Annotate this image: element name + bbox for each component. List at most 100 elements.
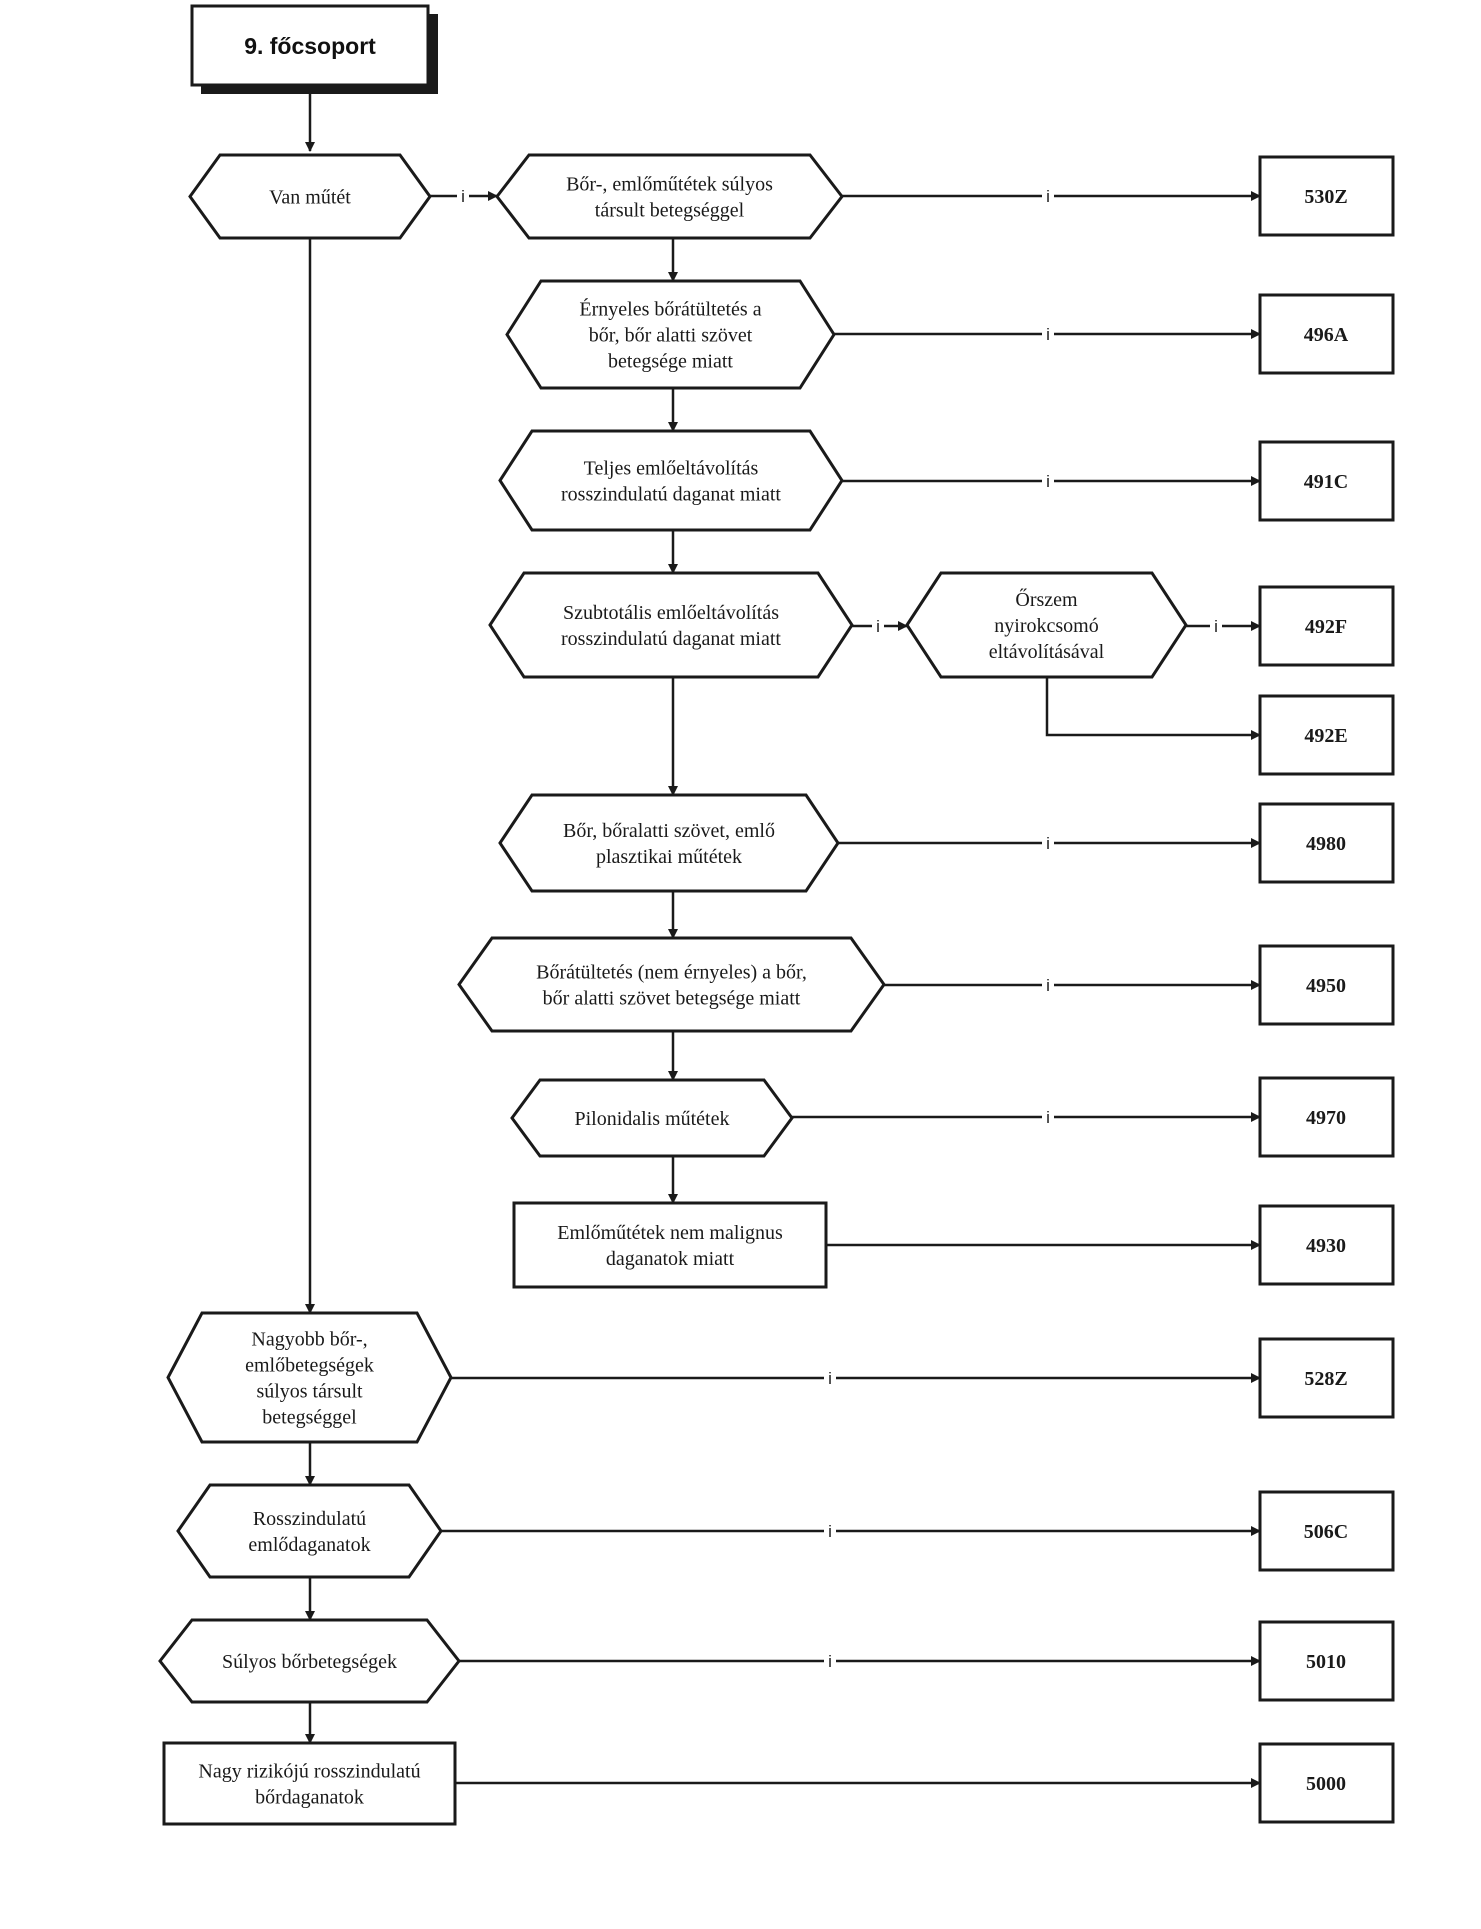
- decision-sulyos-borbetegsegek-line-0: Súlyos bőrbetegségek: [222, 1651, 397, 1673]
- code-boxes: 530Z 496A 491C 492F 492E 4980 4950 4970 4930 528Z…: [1258, 155, 1395, 1824]
- hexagon-shape: [457, 936, 886, 1033]
- yes-label-text: i: [1046, 187, 1050, 206]
- decision-orszem-nyirokcsomo-line-1: nyirokcsomó: [994, 615, 1098, 637]
- hexagon-shape: [188, 153, 432, 240]
- yes-label-text: i: [876, 617, 880, 636]
- code-box-491C: 491C: [1258, 440, 1395, 522]
- yes-label-5: i: [1210, 616, 1222, 636]
- process-emlomutetek-nem-malignus: Emlőműtétek nem malignus daganatok miatt: [512, 1201, 828, 1289]
- code-box-shape: [1258, 1076, 1395, 1158]
- code-label: 5000: [1306, 1773, 1346, 1795]
- decision-boratultetes-nem-ernyeles: Bőrátültetés (nem érnyeles) a bőr, bőr al…: [457, 936, 886, 1033]
- decision-bor-emlomutetek-sulyos: Bőr-, emlőműtétek súlyos társult betegség…: [495, 153, 844, 240]
- code-label: 5010: [1306, 1651, 1346, 1673]
- decision-bor-boralatti-plasztikai-line-0: Bőr, bőralatti szövet, emlő: [563, 820, 775, 842]
- decision-van-mutet: Van műtét: [188, 153, 432, 240]
- code-box-4950: 4950: [1258, 944, 1395, 1026]
- code-box-shape: [1258, 1490, 1395, 1572]
- yes-label-text: i: [1046, 834, 1050, 853]
- yes-label-6: i: [1042, 833, 1054, 853]
- code-box-528Z: 528Z: [1258, 1337, 1395, 1419]
- code-box-506C: 506C: [1258, 1490, 1395, 1572]
- decision-szubtotalis-emloeltavolitas-line-0: Szubtotális emlőeltávolítás: [563, 602, 779, 624]
- hexagon-shape: [905, 571, 1188, 679]
- code-label: 528Z: [1304, 1368, 1347, 1390]
- code-label: 496A: [1304, 324, 1349, 346]
- yes-label-text: i: [1046, 1108, 1050, 1127]
- code-box-shape: [1258, 585, 1395, 667]
- code-label: 491C: [1304, 471, 1348, 493]
- hexagon-shape: [498, 793, 840, 893]
- code-box-shape: [1258, 944, 1395, 1026]
- decision-nagyobb-bor-emlobetegsegek-line-1: emlőbetegségek: [245, 1355, 374, 1377]
- code-box-shape: [1258, 694, 1395, 776]
- decision-bor-boralatti-plasztikai: Bőr, bőralatti szövet, emlő plasztikai mű…: [498, 793, 840, 893]
- code-box-shape: [1258, 802, 1395, 884]
- decision-bor-boralatti-plasztikai-line-1: plasztikai műtétek: [596, 846, 742, 868]
- code-box-shape: [1258, 1620, 1395, 1702]
- yes-label-2: i: [1042, 324, 1054, 344]
- decision-orszem-nyirokcsomo-line-0: Őrszem: [1015, 587, 1078, 611]
- decision-nagyobb-bor-emlobetegsegek-line-3: betegséggel: [262, 1407, 357, 1429]
- code-box-5010: 5010: [1258, 1620, 1395, 1702]
- code-label: 4970: [1306, 1107, 1346, 1129]
- code-label: 4950: [1306, 975, 1346, 997]
- yes-label-text: i: [1046, 976, 1050, 995]
- yes-label-text: i: [1046, 325, 1050, 344]
- code-box-530Z: 530Z: [1258, 155, 1395, 237]
- code-box-shape: [1258, 293, 1395, 375]
- yes-label-text: i: [828, 1369, 832, 1388]
- decision-sulyos-borbetegsegek: Súlyos bőrbetegségek: [158, 1618, 461, 1704]
- hexagon-shape: [488, 571, 854, 679]
- code-box-shape: [1258, 1742, 1395, 1824]
- title-box: 9. főcsoport: [190, 4, 438, 94]
- yes-label-text: i: [828, 1522, 832, 1541]
- decision-pilonidalis-mutetek: Pilonidalis műtétek: [510, 1078, 794, 1158]
- process-emlomutetek-nem-malignus-line-0: Emlőműtétek nem malignus: [557, 1222, 783, 1244]
- code-box-4980: 4980: [1258, 802, 1395, 884]
- decision-nodes: Van műtét Bőr-, emlőműtétek súlyos társult…: [158, 153, 1188, 1704]
- decision-rosszindulatu-emlodaganatok-line-1: emlődaganatok: [248, 1534, 370, 1556]
- process-shape: [512, 1201, 828, 1289]
- decision-pilonidalis-mutetek-line-0: Pilonidalis műtétek: [575, 1108, 730, 1130]
- yes-label-9: i: [824, 1368, 836, 1388]
- code-box-shape: [1258, 155, 1395, 237]
- connector-to-492E: [1045, 677, 1261, 740]
- edge-labels: i i i i i i i i i i i i: [457, 186, 1222, 1671]
- yes-label-text: i: [1214, 617, 1218, 636]
- yes-label-text: i: [1046, 472, 1050, 491]
- decision-boratultetes-nem-ernyeles-line-0: Bőrátültetés (nem érnyeles) a bőr,: [536, 962, 807, 984]
- decision-teljes-emloeltavolitas-line-0: Teljes emlőeltávolítás: [584, 458, 759, 480]
- process-nodes: Emlőműtétek nem malignus daganatok miattN…: [162, 1201, 828, 1826]
- yes-label-11: i: [824, 1651, 836, 1671]
- hexagon-shape: [176, 1483, 443, 1579]
- yes-label-3: i: [1042, 471, 1054, 491]
- decision-bor-emlomutetek-sulyos-line-1: társult betegséggel: [595, 200, 745, 222]
- hexagon-shape: [505, 279, 836, 390]
- yes-label-8: i: [1042, 1107, 1054, 1127]
- code-box-492E: 492E: [1258, 694, 1395, 776]
- decision-nagyobb-bor-emlobetegsegek-line-2: súlyos társult: [256, 1381, 363, 1403]
- decision-szubtotalis-emloeltavolitas-line-1: rosszindulatú daganat miatt: [561, 628, 781, 650]
- decision-bor-emlomutetek-sulyos-line-0: Bőr-, emlőműtétek súlyos: [566, 174, 773, 196]
- code-box-shape: [1258, 1204, 1395, 1286]
- code-label: 530Z: [1304, 186, 1347, 208]
- connectors: [305, 94, 1261, 1788]
- process-emlomutetek-nem-malignus-line-1: daganatok miatt: [606, 1248, 735, 1270]
- yes-label-text: i: [461, 187, 465, 206]
- decision-orszem-nyirokcsomo-line-2: eltávolításával: [989, 641, 1105, 663]
- yes-label-4: i: [872, 616, 884, 636]
- code-box-4970: 4970: [1258, 1076, 1395, 1158]
- yes-label-text: i: [828, 1652, 832, 1671]
- code-box-shape: [1258, 1337, 1395, 1419]
- hexagon-shape: [510, 1078, 794, 1158]
- code-box-4930: 4930: [1258, 1204, 1395, 1286]
- code-label: 492F: [1305, 616, 1347, 638]
- code-label: 492E: [1304, 725, 1347, 747]
- decision-boratultetes-nem-ernyeles-line-1: bőr alatti szövet betegsége miatt: [543, 988, 801, 1010]
